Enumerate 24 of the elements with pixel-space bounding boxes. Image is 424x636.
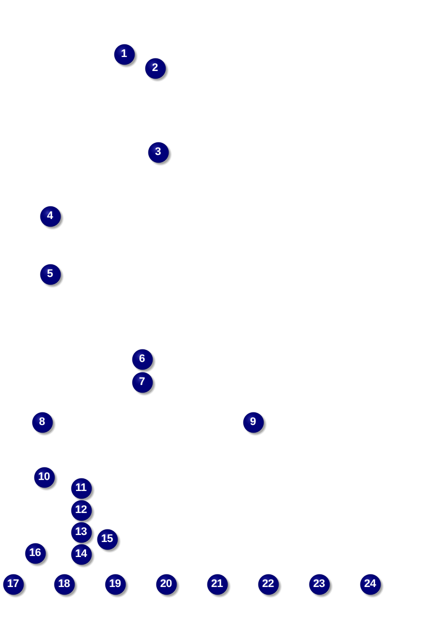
- callout-number: 23: [308, 574, 332, 598]
- callout-number: 8: [32, 412, 56, 436]
- callout-number: 19: [104, 574, 128, 598]
- callout-number: 22: [258, 574, 282, 598]
- callout-number: 14: [70, 544, 94, 568]
- callout-number: 20: [156, 574, 180, 598]
- callout-number: 3: [148, 142, 172, 166]
- callout-number: 7: [132, 372, 156, 396]
- callout-number: 15: [96, 528, 120, 552]
- callout-number: 2: [144, 58, 168, 82]
- callout-number: 16: [24, 542, 48, 566]
- callout-number: 11: [70, 478, 94, 502]
- callout-number: 9: [242, 412, 266, 436]
- callout-number: 13: [70, 522, 94, 546]
- callout-number: 1: [114, 44, 138, 68]
- callout-number: 5: [40, 264, 64, 288]
- callout-number: 12: [70, 500, 94, 524]
- callout-number: 24: [360, 574, 384, 598]
- callout-number: 21: [206, 574, 230, 598]
- callout-number: 4: [40, 206, 64, 230]
- callout-number: 18: [54, 574, 78, 598]
- callout-number: 17: [2, 574, 26, 598]
- callout-number: 6: [132, 348, 156, 372]
- callout-number: 10: [34, 466, 58, 490]
